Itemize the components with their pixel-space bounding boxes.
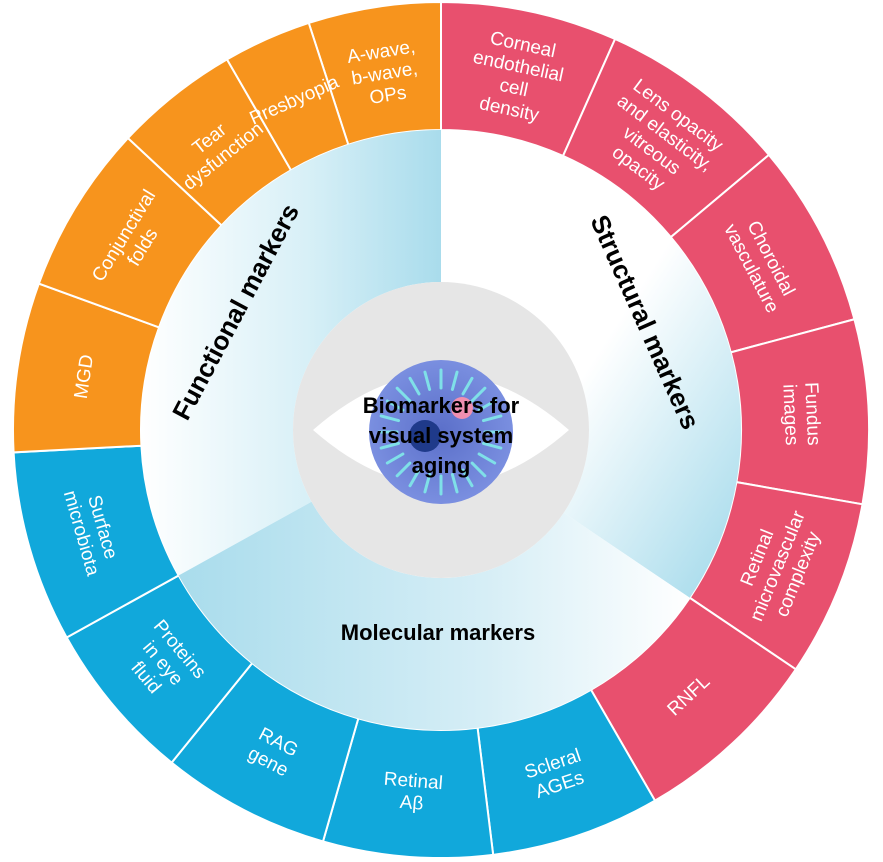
iris-ray (461, 376, 474, 396)
iris-ray (423, 370, 432, 391)
segment-label-line: images (778, 384, 802, 446)
eye-highlight (451, 397, 473, 419)
category-wedge-molecular (178, 501, 690, 730)
iris-ray (408, 468, 421, 488)
iris-ray (470, 461, 487, 478)
iris-ray (477, 452, 497, 465)
iris-ray (482, 441, 503, 450)
iris-ray (395, 461, 412, 478)
iris-ray (385, 399, 405, 412)
iris-ray (477, 399, 497, 412)
center-title-line-2: visual system (369, 423, 513, 448)
iris-ray (385, 452, 405, 465)
iris-ray (450, 370, 459, 391)
iris-ray (470, 386, 487, 403)
iris-ray (450, 473, 459, 494)
center-title-line-3: aging (412, 453, 471, 478)
pupil (409, 420, 441, 452)
category-label-molecular: Molecular markers (341, 620, 535, 645)
iris-ray (379, 441, 400, 450)
center-title-line-1: Biomarkers for (363, 393, 520, 418)
segment-label-line: Fundus (800, 382, 824, 446)
iris-rays (377, 368, 505, 496)
segment-label-line: Aβ (399, 792, 424, 815)
iris-ray (408, 376, 421, 396)
inner-ring (140, 130, 741, 730)
iris-ray (461, 468, 474, 488)
center-eye: Biomarkers for visual system aging (293, 282, 589, 578)
iris-ray (379, 414, 400, 423)
segment-label-line: Retinal (383, 769, 444, 795)
iris-ray (395, 386, 412, 403)
outer-ring: A-wave,b-wave,OPsCornealendothelialcelld… (12, 0, 870, 859)
iris-ray (423, 473, 432, 494)
category-wedge-functional (140, 130, 441, 576)
iris-ray (482, 414, 503, 423)
category-wedge-structural (441, 130, 741, 598)
